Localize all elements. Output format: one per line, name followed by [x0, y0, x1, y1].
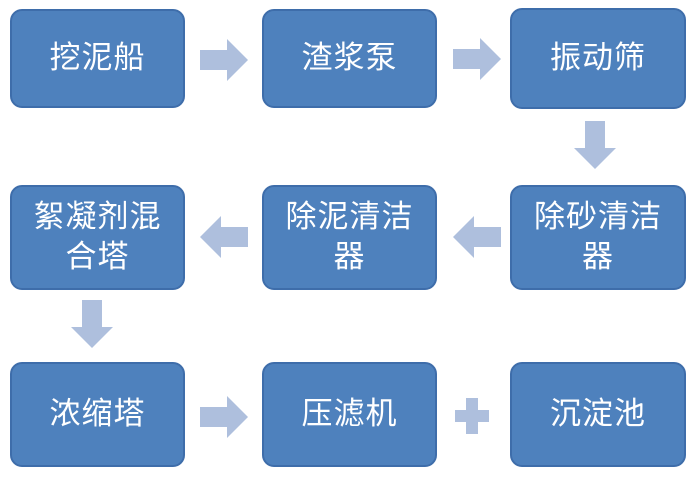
node-vibrating-screen: 振动筛 [510, 8, 686, 109]
node-thickening-tower: 浓缩塔 [10, 362, 185, 467]
node-mud-removal-cleaner: 除泥清洁器 [262, 185, 437, 290]
node-label: 振动筛 [550, 39, 646, 76]
arrow-down-icon [572, 121, 618, 169]
plus-icon [455, 398, 489, 434]
node-flocculant-mixing-tower: 絮凝剂混合塔 [10, 185, 185, 290]
arrow-right-icon [200, 394, 248, 440]
node-label: 浓缩塔 [49, 395, 146, 432]
node-label: 沉淀池 [550, 395, 646, 432]
node-label: 渣浆泵 [301, 39, 398, 76]
arrow-left-icon [453, 214, 501, 260]
node-sedimentation-pond: 沉淀池 [510, 362, 686, 467]
node-sand-removal-cleaner: 除砂清洁器 [510, 185, 686, 290]
node-slurry-pump: 渣浆泵 [262, 9, 437, 108]
node-dredger: 挖泥船 [10, 9, 185, 108]
node-label: 除砂清洁器 [534, 199, 662, 275]
node-label: 挖泥船 [49, 39, 146, 76]
node-label: 压滤机 [301, 395, 398, 432]
arrow-right-icon [200, 37, 248, 83]
arrow-down-icon [69, 300, 115, 348]
arrow-left-icon [200, 214, 248, 260]
node-label: 絮凝剂混合塔 [33, 199, 162, 275]
node-filter-press: 压滤机 [262, 362, 437, 467]
node-label: 除泥清洁器 [285, 199, 414, 275]
arrow-right-icon [453, 36, 501, 82]
